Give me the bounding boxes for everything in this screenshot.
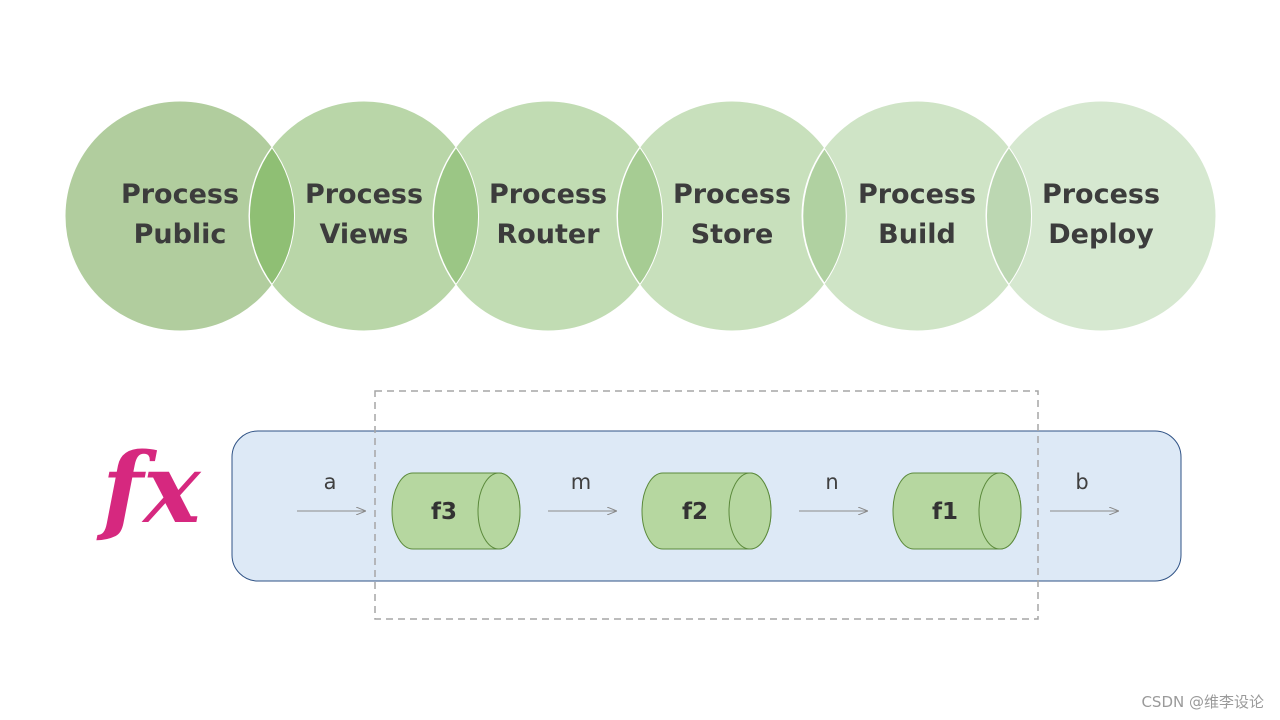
function-cylinder-f3: f3 (391, 472, 521, 550)
circle-label-line2: Build (878, 219, 956, 250)
circle-overlap (433, 146, 479, 286)
cylinder-label: f1 (932, 499, 958, 525)
cylinder-label: f2 (682, 499, 708, 525)
flow-arrow-m: m (548, 470, 616, 511)
cylinder-cap (978, 472, 1022, 550)
arrow-label: n (825, 470, 838, 494)
circle-label-line2: Public (134, 219, 227, 250)
composition-dashed-box (374, 390, 1039, 620)
flow-arrows: a m n b (297, 470, 1118, 511)
circle-label-line1: Process (489, 179, 607, 210)
process-circles: Process Public Process Views Process Rou… (64, 100, 1217, 332)
flow-arrow-a: a (297, 470, 365, 511)
function-cylinder-f2: f2 (641, 472, 772, 550)
fx-logo: fx (96, 432, 202, 545)
cylinder-label: f3 (431, 499, 457, 525)
circle-overlap (617, 146, 663, 286)
circle-overlap (986, 146, 1032, 286)
watermark: CSDN @维李设论 (1141, 693, 1264, 711)
circle-label-line2: Router (496, 219, 600, 250)
circle-label-line1: Process (305, 179, 423, 210)
process-circle-public: Process Public (64, 100, 296, 332)
circle-label-line1: Process (858, 179, 976, 210)
circle-label-line2: Store (691, 219, 774, 250)
circle-label-line2: Views (319, 219, 408, 250)
arrow-label: b (1075, 470, 1088, 494)
circle-overlap (249, 146, 295, 286)
function-cylinders: f3 f2 f1 (391, 472, 1022, 550)
arrow-label: m (571, 470, 591, 494)
cylinder-cap (728, 472, 772, 550)
circle-overlap (802, 147, 847, 285)
circle-label-line1: Process (121, 179, 239, 210)
cylinder-cap (477, 472, 521, 550)
circle-label-line2: Deploy (1048, 219, 1154, 250)
arrow-label: a (324, 470, 337, 494)
process-circle-router: Process Router (432, 100, 664, 332)
flow-arrow-n: n (799, 470, 867, 511)
circle-label-line1: Process (1042, 179, 1160, 210)
flow-arrow-b: b (1050, 470, 1118, 511)
circle-label-line1: Process (673, 179, 791, 210)
function-cylinder-f1: f1 (892, 472, 1022, 550)
process-circle-build: Process Build (801, 100, 1033, 332)
